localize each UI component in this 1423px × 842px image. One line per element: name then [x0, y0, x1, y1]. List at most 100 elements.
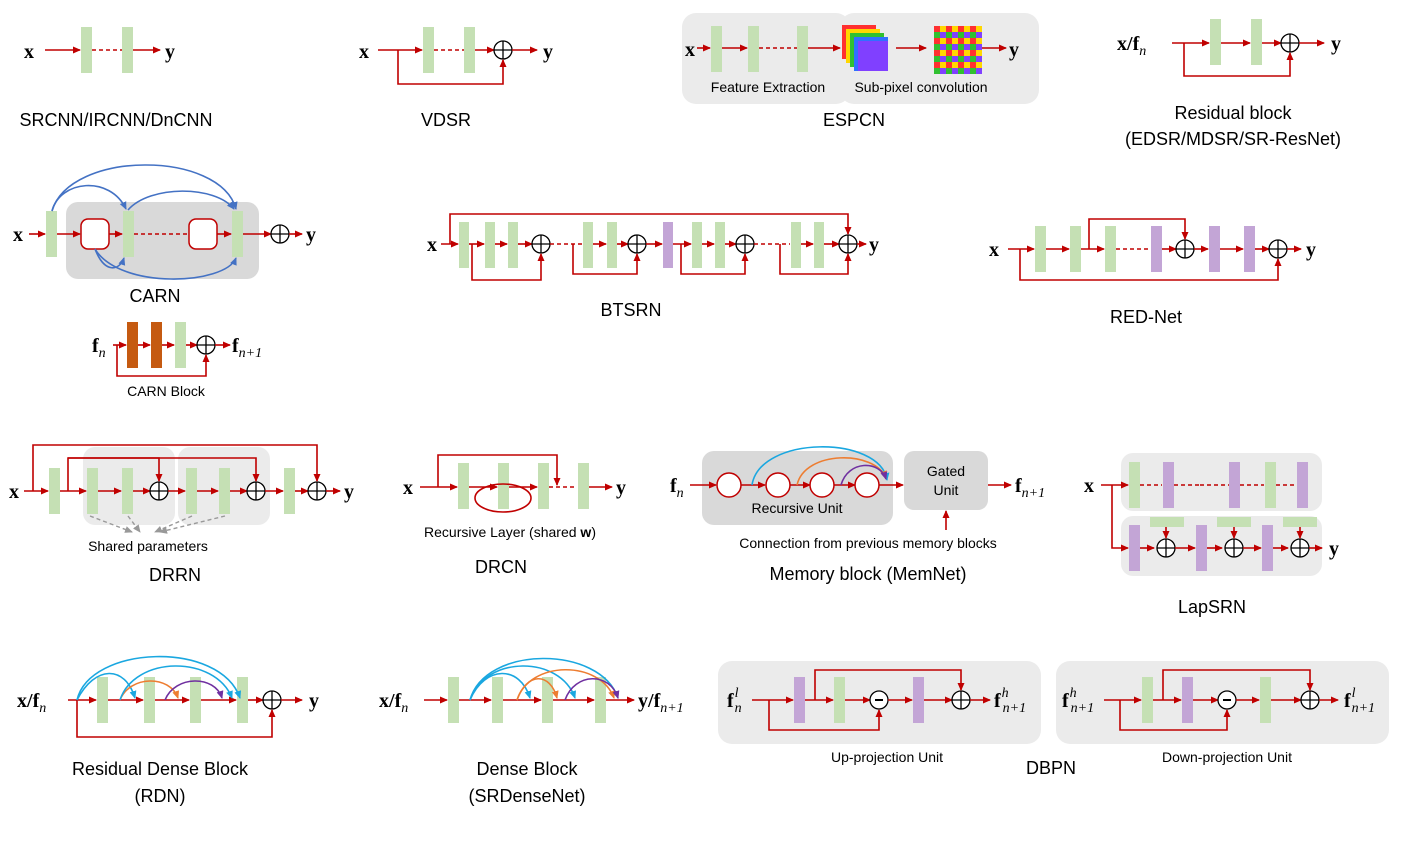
caption-rdn-1: Residual Dense Block — [72, 759, 249, 779]
conv-layer — [1142, 677, 1153, 723]
feature-branch-panel — [1121, 453, 1322, 511]
shuffled-pixel — [958, 56, 964, 62]
shuffled-pixel — [970, 56, 976, 62]
shuffled-pixel — [934, 68, 940, 74]
output-y-label: y — [1009, 39, 1019, 61]
deconv-layer — [1209, 226, 1220, 272]
lapsrn-diagram: x y LapSRN — [1084, 453, 1339, 617]
recursive-conv-layer — [498, 463, 509, 509]
conv-layer — [97, 677, 108, 723]
btsrn-diagram: x y BTSRN — [427, 213, 879, 320]
carn-block-diagram: fn fn+1 CARN Block — [92, 322, 262, 399]
memory-unit — [854, 472, 880, 498]
residual-prediction-layer — [1283, 517, 1317, 527]
shuffled-pixel — [964, 32, 970, 38]
sum-icon — [627, 234, 647, 254]
shuffled-pixel — [952, 38, 958, 44]
sum-icon — [493, 40, 513, 60]
caption-memnet: Memory block (MemNet) — [769, 564, 966, 584]
conv-layer — [797, 26, 808, 72]
sum-icon — [246, 481, 266, 501]
deconv-layer — [913, 677, 924, 723]
conv-layer — [508, 222, 518, 268]
conv-layer — [284, 468, 295, 514]
shuffled-pixel — [952, 32, 958, 38]
caption-carn: CARN — [129, 286, 180, 306]
shuffled-pixel — [934, 62, 940, 68]
deconv-layer — [1151, 226, 1162, 272]
gated-label-2: Unit — [934, 482, 959, 498]
output-y-fn1-label: y/fn+1 — [638, 690, 684, 716]
sum-icon — [951, 690, 971, 710]
vdsr-diagram: x y VDSR — [359, 27, 553, 130]
conv-layer — [448, 677, 459, 723]
deconv-layer — [1229, 462, 1240, 508]
recursive-unit-label: Recursive Unit — [751, 500, 842, 516]
shuffled-pixel — [958, 68, 964, 74]
output-y-label: y — [309, 690, 319, 712]
srcnn-diagram: x y SRCNN/IRCNN/DnCNN — [19, 27, 213, 130]
shuffled-pixel — [964, 50, 970, 56]
sum-icon — [149, 481, 169, 501]
caption-srcnn: SRCNN/IRCNN/DnCNN — [19, 110, 212, 130]
conv-layer — [175, 322, 186, 368]
shuffled-pixel — [964, 62, 970, 68]
upsample-layer — [1262, 525, 1273, 571]
shuffled-pixel — [952, 26, 958, 32]
carn-diagram: x y CARN — [13, 164, 316, 306]
shuffled-pixel — [940, 56, 946, 62]
conv-layer — [1210, 19, 1221, 65]
feature-map-stack-icon — [842, 25, 888, 71]
sum-icon — [307, 481, 327, 501]
shuffled-pixel — [952, 50, 958, 56]
caption-dense-1: Dense Block — [476, 759, 578, 779]
output-fn1-label: fn+1 — [1015, 475, 1045, 501]
conv-layer — [122, 27, 133, 73]
residual-prediction-layer — [1150, 517, 1184, 527]
input-x-fn-label: x/fn — [379, 690, 408, 716]
espcn-diagram: x y Feature Extraction Sub-pixel convolu… — [682, 13, 1039, 130]
input-x-label: x — [989, 239, 999, 261]
shuffled-pixel — [946, 68, 952, 74]
subpixel-label: Sub-pixel convolution — [854, 79, 987, 95]
shuffled-pixel — [976, 68, 982, 74]
shuffled-pixel — [946, 44, 952, 50]
shuffled-pixel — [976, 32, 982, 38]
gated-unit-box — [904, 451, 988, 510]
conv-layer — [186, 468, 197, 514]
caption-vdsr: VDSR — [421, 110, 471, 130]
shuffled-pixel — [940, 26, 946, 32]
conv-layer — [834, 677, 845, 723]
sum-icon — [1290, 538, 1310, 558]
drcn-diagram: x y Recursive Layer (shared w) DRCN — [403, 454, 626, 577]
conv-layer — [237, 677, 248, 723]
conv-layer — [711, 26, 722, 72]
input-x-label: x — [9, 481, 19, 503]
caption-residual-2: (EDSR/MDSR/SR-ResNet) — [1125, 129, 1341, 149]
sum-icon — [270, 224, 290, 244]
input-x-label: x — [403, 477, 413, 499]
residual-block-diagram: x/fn y Residual block (EDSR/MDSR/SR-ResN… — [1117, 19, 1341, 149]
shuffled-pixel — [946, 26, 952, 32]
sum-icon — [1268, 239, 1288, 259]
memory-unit — [716, 472, 742, 498]
sum-icon — [838, 234, 858, 254]
output-y-label: y — [1306, 239, 1316, 261]
deconv-layer — [1297, 462, 1308, 508]
memnet-diagram: fn Recursive Unit Gated Unit fn+1 Connec… — [670, 446, 1045, 584]
conv-layer — [1265, 462, 1276, 508]
conv-layer — [144, 677, 155, 723]
residual-conv-layer — [127, 322, 138, 368]
shuffled-pixel — [934, 50, 940, 56]
input-x-label: x — [1084, 475, 1094, 497]
shuffled-pixel — [958, 50, 964, 56]
output-y-label: y — [1331, 33, 1341, 55]
connection-prev-label: Connection from previous memory blocks — [739, 535, 997, 551]
shuffled-pixel — [964, 38, 970, 44]
conv-layer — [423, 27, 434, 73]
shuffled-pixel — [976, 50, 982, 56]
